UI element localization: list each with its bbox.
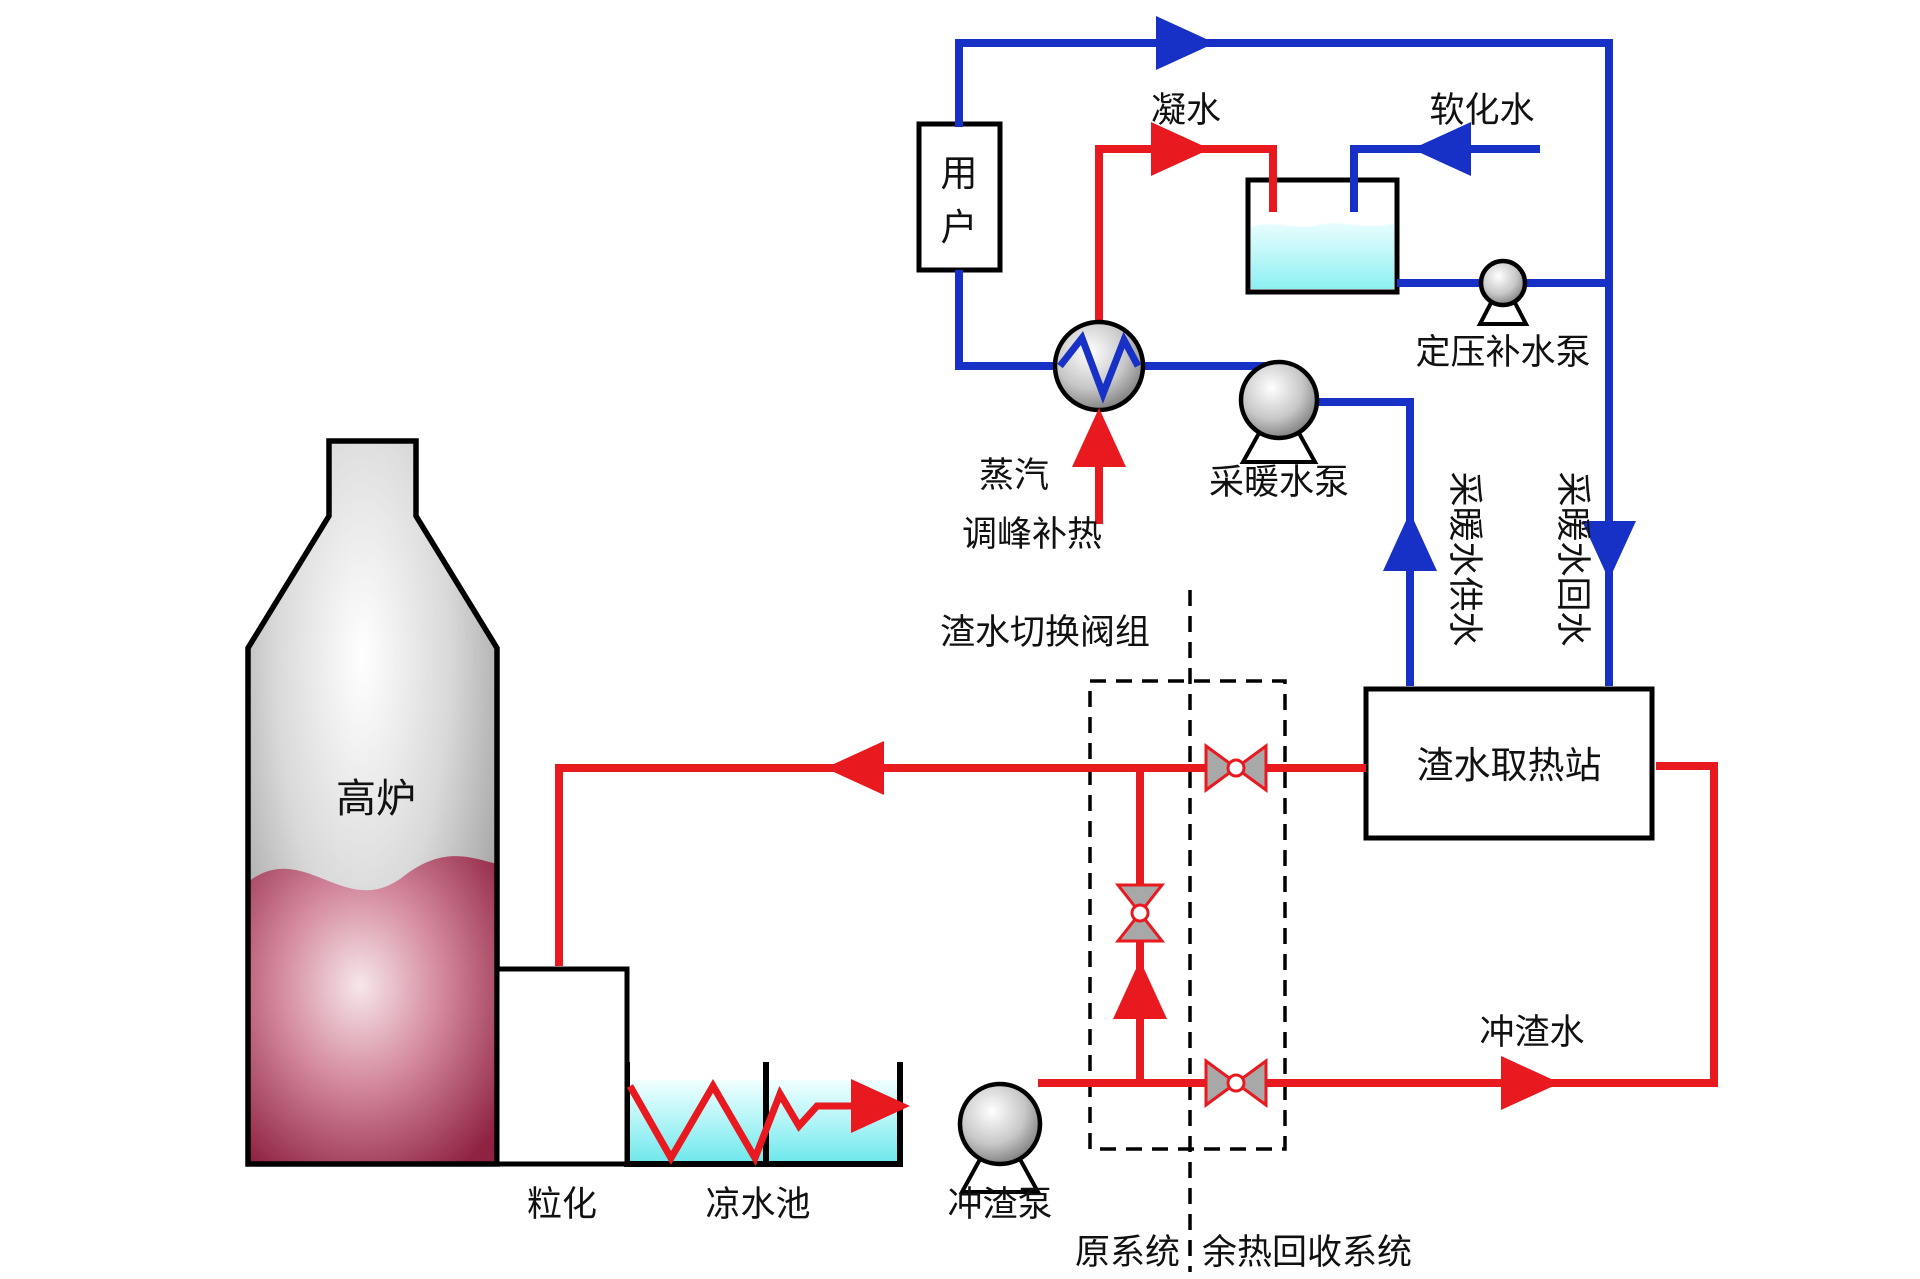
- heating-supply-label: 采暖水供水: [1445, 471, 1484, 646]
- user-label-char-2: 户: [941, 207, 978, 248]
- heat-exchanger-shell: [1052, 319, 1146, 413]
- valve-lower-seat: [1226, 1073, 1246, 1093]
- slag-flush-pump-body: [957, 1081, 1043, 1167]
- valve-upper-right-wedge: [1233, 743, 1268, 793]
- heat-exchanger-coil: [1057, 330, 1142, 404]
- valve-bypass-top-wedge: [1114, 883, 1166, 916]
- granulation-label: 粒化: [527, 1185, 597, 1224]
- flow-arrows: [825, 16, 1636, 1133]
- valve-upper-seat: [1226, 758, 1246, 778]
- valve-bypass-seat: [1130, 903, 1150, 923]
- heat-station-label: 渣水取热站: [1417, 745, 1602, 786]
- expansion-tank-water: [1251, 223, 1394, 289]
- valve-group-label: 渣水切换阀组: [940, 613, 1150, 652]
- blast-furnace-label: 高炉: [336, 777, 416, 821]
- pipe-station-to-granulation: [555, 764, 1366, 966]
- valve-bypass: [1114, 883, 1166, 943]
- arrow-bypass-up: [1113, 960, 1167, 1019]
- arrow-pool-right: [851, 1079, 910, 1133]
- steam-arrowhead: [1072, 408, 1126, 467]
- valve-group-enclosure: [1088, 679, 1287, 1151]
- recovery-system-label: 余热回收系统: [1202, 1233, 1412, 1272]
- arrow-slagwater-right: [1501, 1056, 1560, 1110]
- arrow-flushwater-left: [825, 741, 884, 795]
- user-label-char-1: 用: [941, 153, 978, 194]
- arrow-condensate-right: [1151, 122, 1210, 176]
- heat-exchanger: [1052, 319, 1146, 467]
- user-box: [916, 121, 1003, 273]
- heating-water-pump: [1238, 359, 1320, 464]
- blast-furnace-melt: [248, 856, 497, 1164]
- valve-lower-right-wedge: [1233, 1058, 1268, 1108]
- peak-shaving-heat-label: 调峰补热: [962, 515, 1102, 554]
- steam-label: 蒸汽: [979, 456, 1049, 495]
- cold-piping: [955, 39, 1613, 686]
- blast-furnace: [245, 438, 500, 1167]
- heating-return-label: 采暖水回水: [1553, 471, 1592, 646]
- labels: 高炉 粒化 凉水池 冲渣泵 渣水切换阀组 原系统 余热回收系统 冲渣水 渣水取热…: [336, 91, 1602, 1272]
- heating-pump-label: 采暖水泵: [1209, 463, 1349, 502]
- makeup-water-pump: [1476, 258, 1530, 326]
- arrow-return-top-right: [1156, 16, 1215, 70]
- valve-lower: [1204, 1058, 1268, 1108]
- original-system-label: 原系统: [1075, 1233, 1180, 1272]
- pipe-user-to-exchanger: [955, 270, 1060, 370]
- cooling-pool-label: 凉水池: [705, 1185, 810, 1224]
- softened-water-label: 软化水: [1429, 91, 1534, 130]
- pipe-softened-water: [1350, 145, 1540, 212]
- arrow-softwater-left: [1412, 122, 1471, 176]
- condensate-label: 凝水: [1151, 91, 1221, 130]
- arrow-supply-up: [1383, 512, 1437, 571]
- arrow-return-down: [1582, 521, 1636, 580]
- heat-station-box: [1363, 686, 1655, 841]
- pipe-pump-to-station: [1038, 762, 1718, 1087]
- valve-lower-left-wedge: [1204, 1058, 1239, 1108]
- granulation-box: [494, 966, 630, 1167]
- slag-flush-water-label: 冲渣水: [1479, 1013, 1584, 1052]
- pool-cascade-zigzag: [626, 1079, 852, 1167]
- valve-upper: [1204, 743, 1268, 793]
- makeup-pump-label: 定压补水泵: [1415, 333, 1590, 372]
- slag-flush-pump-label: 冲渣泵: [947, 1185, 1052, 1224]
- slag-flush-pump: [957, 1081, 1043, 1194]
- heating-water-pump-body: [1238, 359, 1320, 441]
- pipe-station-supply: [1316, 398, 1414, 686]
- valve-bypass-bottom-wedge: [1114, 910, 1166, 943]
- pipe-user-return-top: [955, 39, 1613, 686]
- valve-upper-left-wedge: [1204, 743, 1239, 793]
- makeup-water-pump-body: [1478, 258, 1528, 308]
